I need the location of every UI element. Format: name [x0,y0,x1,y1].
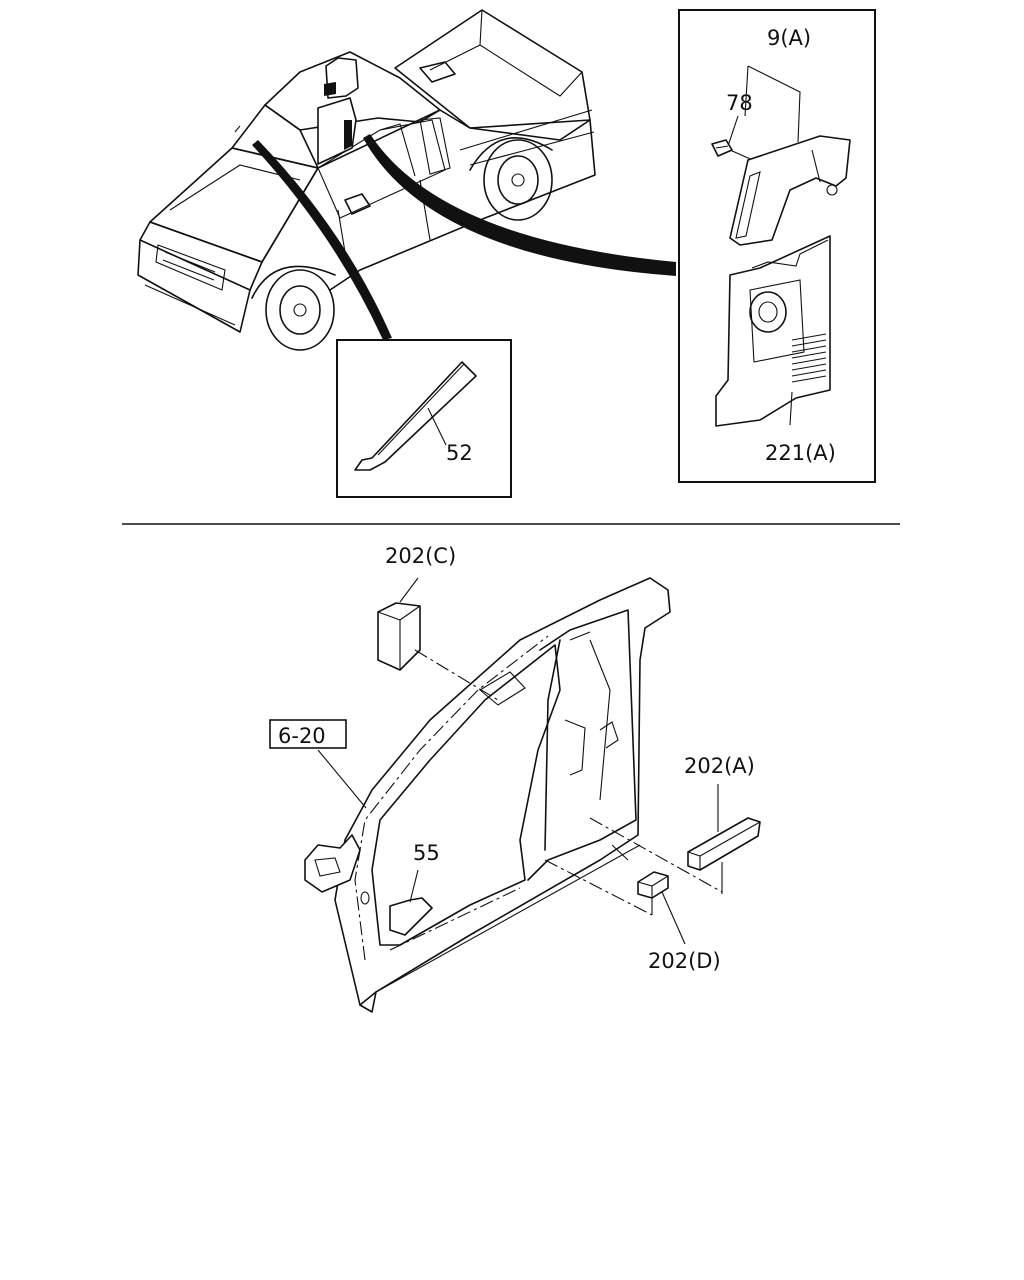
part-78-clip [711,139,733,157]
callout-202d: 202(D) [648,949,721,973]
part-9a-upper-trim [729,135,851,246]
callout-52: 52 [446,441,473,465]
callout-221a: 221(A) [765,441,836,465]
callout-202a: 202(A) [684,754,755,778]
callout-6-20-frame [269,719,347,749]
pickup-truck-illustration [137,9,596,351]
callout-55: 55 [413,841,440,865]
body-side-inner-panel [304,577,671,1013]
callout-202c: 202(C) [385,544,456,568]
leader-band-to-52 [252,140,392,340]
callout-9a: 9(A) [767,26,811,50]
leader-band-to-rear-trim [363,134,676,276]
part-202a-strip [687,817,761,871]
callout-6-20: 6-20 [278,724,326,748]
callout-78: 78 [726,91,753,115]
part-202c-block [377,602,421,671]
detail-box-52 [336,339,512,498]
detail-box-rear-trim [678,9,876,483]
